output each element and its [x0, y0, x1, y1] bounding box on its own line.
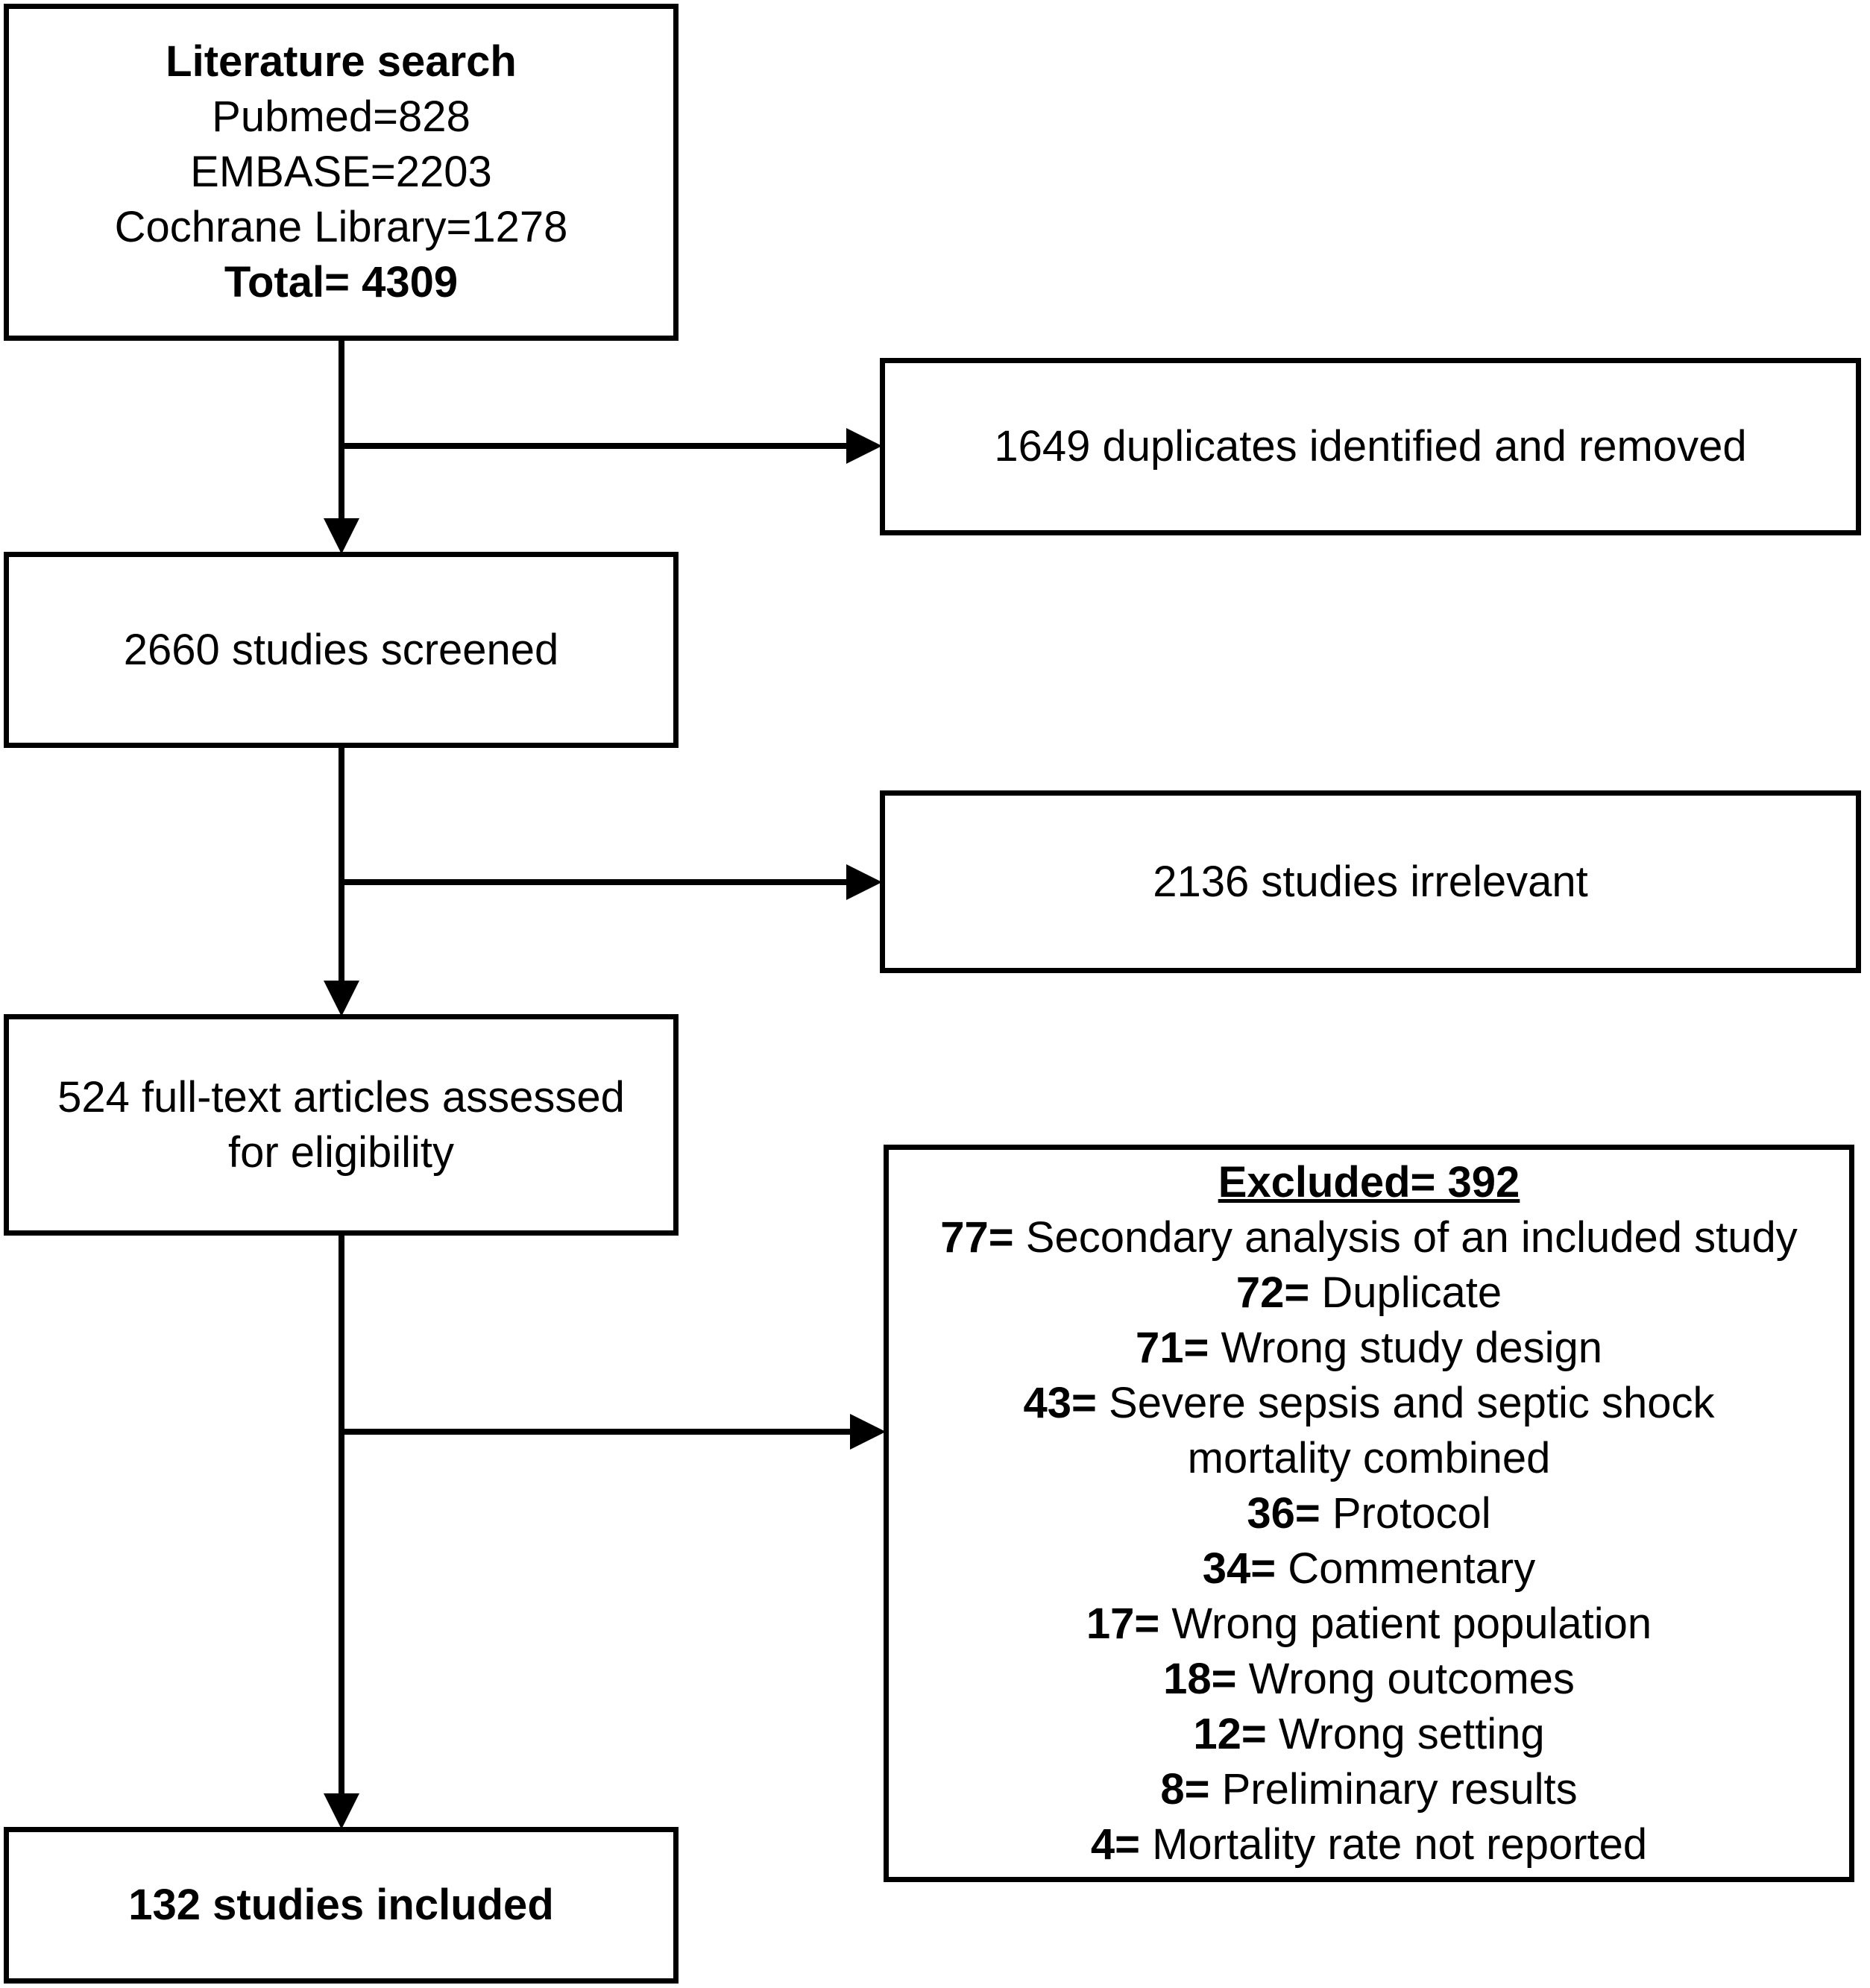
fulltext-box: 524 full-text articles assessed for elig… [4, 1014, 679, 1236]
screened-text: 2660 studies screened [123, 625, 559, 674]
exclusion-reason: 4= Mortality rate not reported [1090, 1819, 1648, 1869]
embase-count: EMBASE=2203 [190, 148, 492, 196]
pubmed-count: Pubmed=828 [212, 92, 470, 141]
excluded-title: Excluded= 392 [1218, 1157, 1520, 1207]
irrelevant-box: 2136 studies irrelevant [880, 790, 1861, 973]
exclusion-reason: 34= Commentary [1202, 1544, 1536, 1593]
fulltext-line-2: for eligibility [228, 1127, 454, 1177]
duplicates-text: 1649 duplicates identified and removed [994, 422, 1747, 471]
exclusion-reason: 36= Protocol [1247, 1488, 1491, 1538]
exclusion-reason: 8= Preliminary results [1160, 1764, 1578, 1814]
literature-search-box: Literature search Pubmed=828 EMBASE=2203… [4, 4, 679, 341]
duplicates-box: 1649 duplicates identified and removed [880, 358, 1861, 535]
exclusion-reason: 18= Wrong outcomes [1163, 1654, 1575, 1703]
exclusion-reason: 71= Wrong study design [1135, 1323, 1603, 1372]
exclusion-reason: 17= Wrong patient population [1086, 1599, 1652, 1648]
excluded-box: Excluded= 392 77= Secondary analysis of … [884, 1145, 1854, 1882]
exclusion-reason: 43= Severe sepsis and septic shock [1023, 1378, 1715, 1427]
cochrane-count: Cochrane Library=1278 [114, 203, 568, 251]
exclusion-reason: 77= Secondary analysis of an included st… [940, 1212, 1798, 1262]
exclusion-reason: mortality combined [1187, 1433, 1551, 1482]
included-text: 132 studies included [128, 1881, 554, 1929]
fulltext-line-1: 524 full-text articles assessed [57, 1072, 625, 1122]
screened-box: 2660 studies screened [4, 552, 679, 748]
included-box: 132 studies included [4, 1827, 679, 1984]
irrelevant-text: 2136 studies irrelevant [1153, 857, 1588, 906]
exclusion-reason: 12= Wrong setting [1193, 1709, 1545, 1758]
search-total: Total= 4309 [224, 258, 459, 306]
exclusion-reason: 72= Duplicate [1235, 1268, 1502, 1317]
literature-search-title: Literature search [166, 37, 517, 86]
